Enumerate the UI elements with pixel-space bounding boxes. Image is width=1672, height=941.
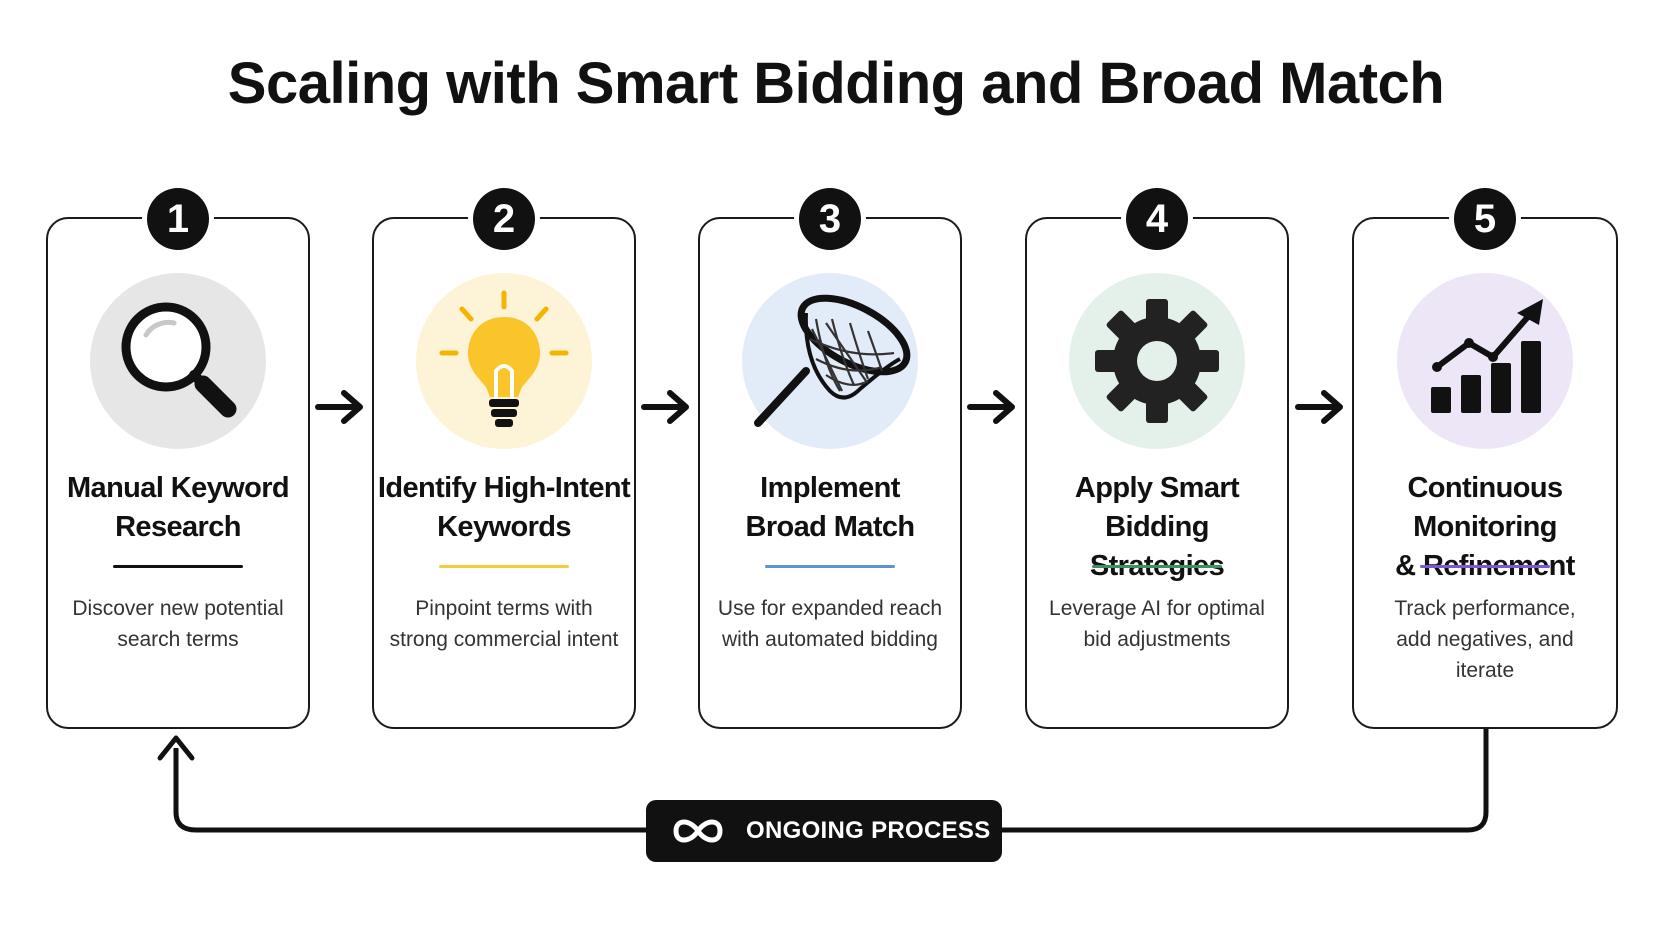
step-number-badge: 3 xyxy=(799,188,861,250)
gear-icon xyxy=(1095,299,1219,423)
step-card-4: 4 Apply Smart Bidding Strategies Leverag… xyxy=(1025,188,1289,729)
infinity-icon xyxy=(673,819,723,843)
step-description: Discover new potential search terms xyxy=(72,597,284,651)
step-title: Identify High-Intent Keywords xyxy=(377,472,631,543)
step-description: Use for expanded reach with automated bi… xyxy=(717,597,943,651)
icon-background-circle xyxy=(742,273,918,449)
step-divider xyxy=(765,565,895,568)
ongoing-process-text: ONGOING PROCESS xyxy=(746,817,991,844)
step-divider xyxy=(113,565,243,568)
step-description: Track performance, add negatives, and it… xyxy=(1394,597,1576,682)
trend-chart-icon xyxy=(1431,299,1543,413)
step-title: Apply Smart Bidding Strategies xyxy=(1074,472,1240,582)
step-title: Implement Broad Match xyxy=(745,472,915,543)
step-number-badge: 2 xyxy=(473,188,535,250)
icon-background-circle xyxy=(1397,273,1573,449)
magnifying-glass-icon xyxy=(121,302,237,418)
step-card-3: 3 Implement Broad Match Use for expanded… xyxy=(698,188,962,729)
step-divider xyxy=(1092,565,1222,568)
step-number-badge: 1 xyxy=(147,188,209,250)
step-description: Pinpoint terms with strong commercial in… xyxy=(389,597,619,651)
arrow-right-icon xyxy=(1295,390,1343,424)
step-number-badge: 5 xyxy=(1454,188,1516,250)
step-card-5: 5 Continuous Monitoring & Refinement Tra… xyxy=(1352,188,1618,729)
arrow-right-icon xyxy=(967,390,1015,424)
icon-background-circle xyxy=(1069,273,1245,449)
ongoing-process-label: ONGOING PROCESS xyxy=(646,800,1002,862)
arrow-right-icon xyxy=(315,390,363,424)
net-icon xyxy=(754,294,911,427)
step-card-1: 1 Manual Keyword Research Discover new p… xyxy=(46,188,310,729)
step-title: Continuous Monitoring & Refinement xyxy=(1395,472,1575,582)
step-number-badge: 4 xyxy=(1126,188,1188,250)
arrow-right-icon xyxy=(641,390,689,424)
icon-background-circle xyxy=(416,273,592,449)
step-description: Leverage AI for optimal bid adjustments xyxy=(1049,597,1265,651)
step-divider xyxy=(439,565,569,568)
lightbulb-icon xyxy=(439,290,569,427)
step-title: Manual Keyword Research xyxy=(66,472,290,543)
step-divider xyxy=(1420,565,1550,568)
step-card-2: 2 Identify High-Intent Keywords Pinpoint… xyxy=(372,188,636,729)
diagram-title: Scaling with Smart Bidding and Broad Mat… xyxy=(227,51,1445,116)
icon-background-circle xyxy=(90,273,266,449)
